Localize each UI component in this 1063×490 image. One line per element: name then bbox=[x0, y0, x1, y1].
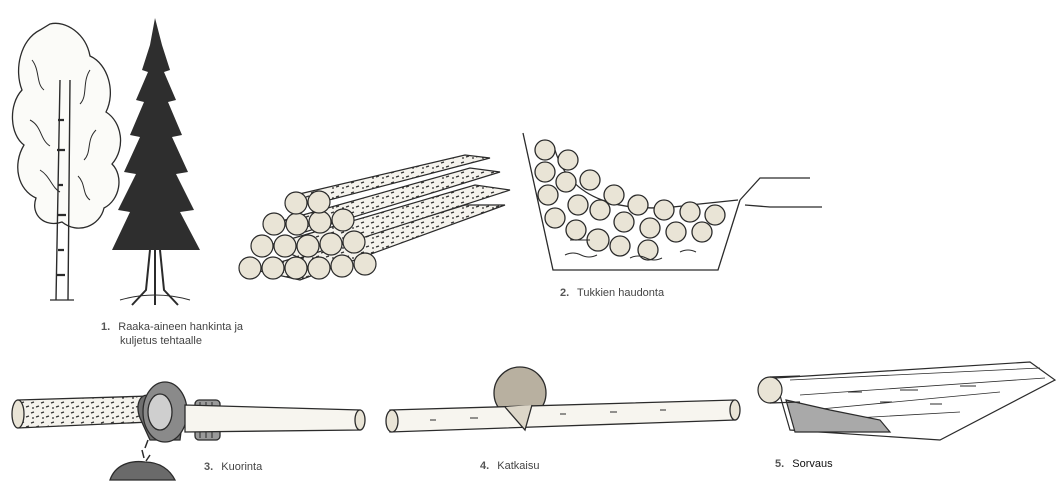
step-4-number: 4. bbox=[480, 460, 489, 472]
step-1-label-line-1: Raaka-aineen hankinta ja bbox=[118, 321, 243, 333]
birch-tree-illustration bbox=[12, 23, 120, 300]
step-1-label-line-2: kuljetus tehtaalle bbox=[101, 334, 243, 348]
step-3-caption: 3. Kuorinta bbox=[204, 460, 262, 474]
step-2-number: 2. bbox=[560, 287, 569, 299]
step-3-number: 3. bbox=[204, 461, 213, 473]
log-pile-illustration bbox=[239, 155, 510, 280]
step-3-label: Kuorinta bbox=[221, 461, 262, 473]
step-5-label: Sorvaus bbox=[792, 458, 832, 470]
step-5-number: 5. bbox=[775, 458, 784, 470]
step-1-caption: 1. Raaka-aineen hankinta ja kuljetus teh… bbox=[101, 320, 243, 348]
veneer-peeling-illustration bbox=[758, 362, 1055, 440]
step-5-caption: 5. Sorvaus bbox=[775, 457, 833, 471]
step-4-caption: 4. Katkaisu bbox=[480, 459, 539, 473]
soaking-basin-illustration bbox=[523, 133, 822, 270]
spruce-tree-illustration bbox=[112, 18, 200, 305]
step-1-number: 1. bbox=[101, 321, 110, 333]
step-4-label: Katkaisu bbox=[497, 460, 539, 472]
step-2-label: Tukkien haudonta bbox=[577, 287, 664, 299]
step-2-caption: 2. Tukkien haudonta bbox=[560, 286, 664, 300]
debarking-illustration bbox=[12, 382, 365, 480]
cutting-illustration bbox=[386, 367, 740, 432]
